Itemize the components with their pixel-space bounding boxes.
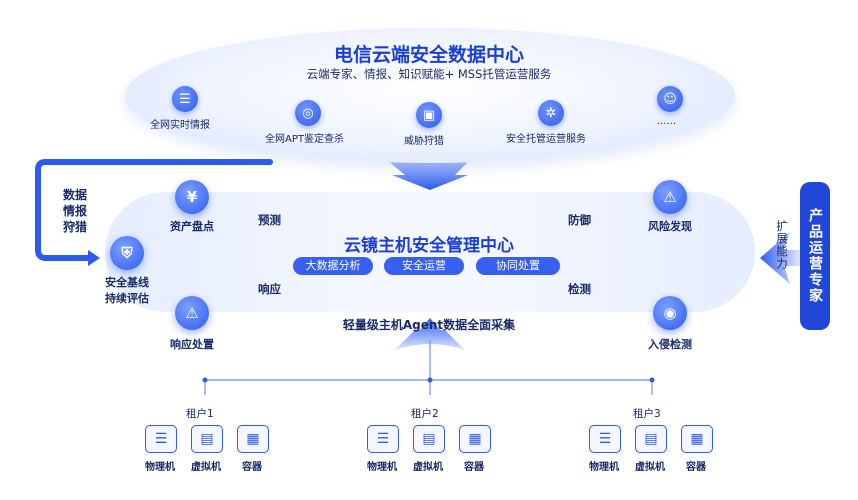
left-vert-line: 数据 xyxy=(62,188,87,202)
device-label: 物理机 xyxy=(145,462,175,473)
risk-discovery-label: 风险发现 xyxy=(648,220,692,233)
container: ▦ 容器 xyxy=(674,425,718,473)
network-icon: ✲ xyxy=(538,100,564,126)
data-intel-hunting-label: 数据 情报 狩猎 xyxy=(55,187,95,235)
cycle-detect: 检测 xyxy=(568,282,591,296)
response-handling-label: 响应处置 xyxy=(170,338,214,351)
container-icon: ▦ xyxy=(459,425,491,453)
pill-big-data: 大数据分析 xyxy=(293,257,373,275)
users-icon: ☺ xyxy=(657,86,683,112)
agent-collection-label: 轻量级主机Agent数据全面采集 xyxy=(342,318,516,332)
cycle-respond: 响应 xyxy=(258,282,281,296)
top-item-label: 安全托管运营服务 xyxy=(506,134,586,145)
risk-discovery: ⚠ 风险发现 xyxy=(640,180,700,234)
cycle-predict: 预测 xyxy=(258,213,281,227)
expand-arrow xyxy=(760,232,800,284)
chip-icon: ▣ xyxy=(416,102,442,128)
intrusion-detection: ◉ 入侵检测 xyxy=(640,296,700,352)
cloud-data-center-panel xyxy=(125,28,735,163)
tenant-3-devices: ☰ 物理机 ▤ 虚拟机 ▦ 容器 xyxy=(582,425,722,475)
cycle-defend: 防御 xyxy=(568,213,591,227)
target-icon: ◎ xyxy=(295,100,321,126)
container: ▦ 容器 xyxy=(230,425,274,473)
tenant-1-devices: ☰ 物理机 ▤ 虚拟机 ▦ 容器 xyxy=(138,425,278,475)
server-icon: ☰ xyxy=(145,425,177,453)
device-label: 虚拟机 xyxy=(635,462,665,473)
physical-machine: ☰ 物理机 xyxy=(582,425,626,473)
server-icon: ☰ xyxy=(589,425,621,453)
security-baseline-label-2: 持续评估 xyxy=(105,292,149,305)
top-item-label: ...... xyxy=(657,116,677,127)
pill-coordination: 协同处置 xyxy=(476,257,560,275)
physical-machine: ☰ 物理机 xyxy=(138,425,182,473)
tenant-3-label: 租户3 xyxy=(633,408,661,420)
vm-icon: ▤ xyxy=(413,425,445,453)
device-label: 容器 xyxy=(686,462,706,473)
center-title: 云镜主机安全管理中心 xyxy=(344,236,514,256)
top-item-intel: ☰ 全网实时情报 xyxy=(150,86,220,131)
coin-stack-icon: ¥ xyxy=(175,180,209,214)
device-label: 虚拟机 xyxy=(191,462,221,473)
header-title: 电信云端安全数据中心 xyxy=(333,44,524,66)
device-label: 物理机 xyxy=(367,462,397,473)
header-subtitle: 云端专家、情报、知识赋能+ MSS托管运营服务 xyxy=(306,67,552,81)
top-item-label: 全网APT鉴定查杀 xyxy=(265,134,344,145)
tenant-1-label: 租户1 xyxy=(186,408,214,420)
radar-icon: ◉ xyxy=(653,296,687,330)
asset-inventory: ¥ 资产盘点 xyxy=(162,180,222,234)
intrusion-detection-label: 入侵检测 xyxy=(648,338,692,351)
up-funnel-arrow xyxy=(395,318,465,350)
tenant-2-label: 租户2 xyxy=(411,408,439,420)
top-item-label: 全网实时情报 xyxy=(150,120,210,131)
document-list-icon: ☰ xyxy=(172,86,198,112)
physical-machine: ☰ 物理机 xyxy=(360,425,404,473)
vm-icon: ▤ xyxy=(191,425,223,453)
tenant-2-devices: ☰ 物理机 ▤ 虚拟机 ▦ 容器 xyxy=(360,425,500,475)
left-vert-line: 情报 xyxy=(62,204,87,218)
server-icon: ☰ xyxy=(367,425,399,453)
tenant-connector xyxy=(204,379,653,395)
virtual-machine: ▤ 虚拟机 xyxy=(406,425,450,473)
left-loop-arrow xyxy=(35,159,273,261)
expand-capability-label: 扩展能力 xyxy=(775,220,789,270)
warning-search-icon: ⚠ xyxy=(653,180,687,214)
security-baseline: ⛨ 安全基线 持续评估 xyxy=(97,236,157,306)
product-ops-expert-box: 产品运营专家 xyxy=(800,182,830,330)
alarm-light-icon: ⚠ xyxy=(175,296,209,330)
pill-security-ops: 安全运营 xyxy=(384,257,464,275)
shield-plus-icon: ⛨ xyxy=(110,236,144,270)
top-item-apt: ◎ 全网APT鉴定查杀 xyxy=(265,100,355,145)
top-item-label: 威胁狩猎 xyxy=(404,136,444,147)
virtual-machine: ▤ 虚拟机 xyxy=(184,425,228,473)
device-label: 物理机 xyxy=(589,462,619,473)
top-item-hunting: ▣ 威胁狩猎 xyxy=(404,102,454,147)
device-label: 虚拟机 xyxy=(413,462,443,473)
virtual-machine: ▤ 虚拟机 xyxy=(628,425,672,473)
vm-icon: ▤ xyxy=(635,425,667,453)
container-icon: ▦ xyxy=(237,425,269,453)
device-label: 容器 xyxy=(242,462,262,473)
container: ▦ 容器 xyxy=(452,425,496,473)
host-security-band xyxy=(105,192,755,312)
top-item-mss: ✲ 安全托管运营服务 xyxy=(506,100,596,145)
security-baseline-label-1: 安全基线 xyxy=(105,276,149,289)
response-handling: ⚠ 响应处置 xyxy=(162,296,222,352)
device-label: 容器 xyxy=(464,462,484,473)
container-icon: ▦ xyxy=(681,425,713,453)
top-item-more: ☺ ...... xyxy=(657,86,687,127)
left-vert-line: 狩猎 xyxy=(62,220,87,234)
asset-inventory-label: 资产盘点 xyxy=(170,220,214,233)
